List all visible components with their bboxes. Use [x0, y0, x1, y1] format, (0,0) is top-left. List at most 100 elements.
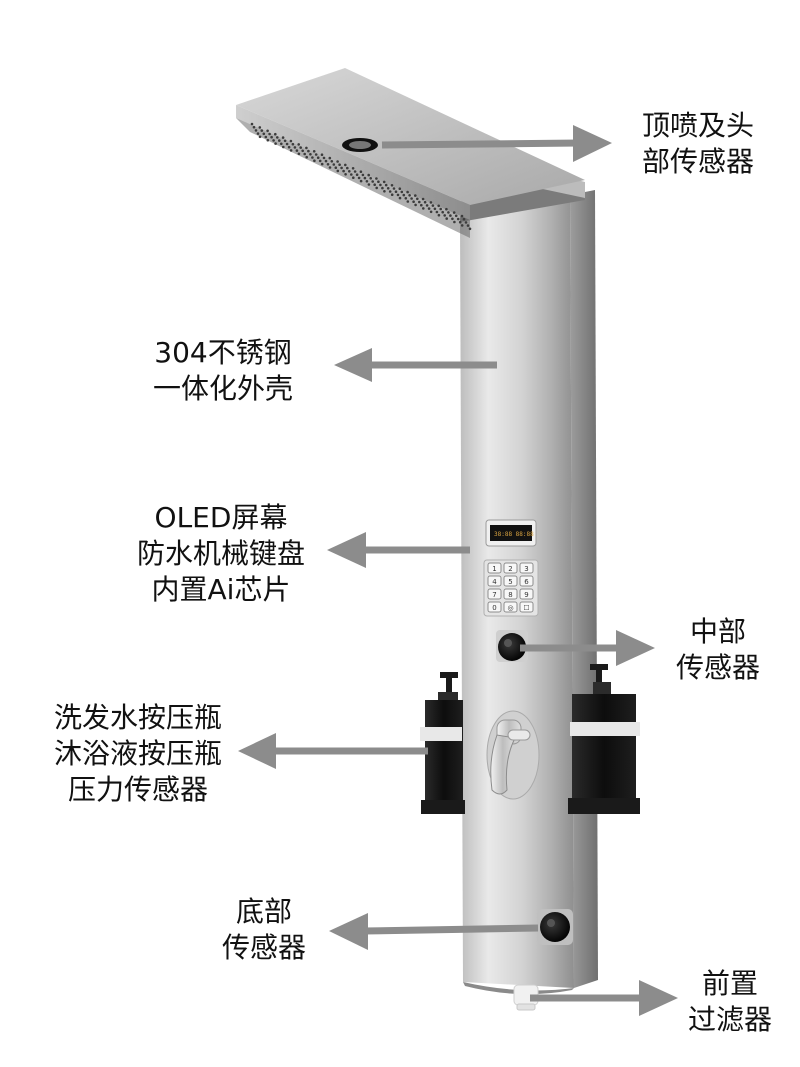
nozzle-dot: [258, 135, 262, 139]
keypad-key[interactable]: ◎: [503, 601, 518, 613]
keypad-key[interactable]: ☐: [519, 601, 534, 613]
nozzle-dot: [377, 180, 380, 183]
nozzle-dot: [328, 156, 332, 160]
label-bottles: 洗发水按压瓶 沐浴液按压瓶 压力传感器: [53, 701, 222, 806]
nozzle-dot: [285, 142, 289, 146]
keypad-key[interactable]: 6: [519, 575, 534, 587]
nozzle-dot: [462, 217, 466, 221]
nozzle-dot: [316, 156, 320, 159]
nozzle-dot: [451, 217, 454, 221]
nozzle-dot: [330, 160, 334, 163]
keypad-key-label: ◎: [507, 604, 513, 612]
nozzle-dot: [309, 153, 312, 156]
nozzle-dot: [303, 152, 307, 156]
svg-text:38:88 88:88: 38:88 88:88: [494, 531, 534, 538]
nozzle-dot: [404, 197, 408, 200]
keypad-key[interactable]: 0: [487, 601, 502, 613]
nozzle-dot: [332, 163, 336, 166]
nozzle-dot: [324, 159, 328, 163]
nozzle-dot: [299, 146, 303, 149]
nozzle-dot: [429, 201, 433, 204]
nozzle-dot: [416, 197, 419, 201]
nozzle-dot: [441, 210, 445, 214]
nozzle-dot: [287, 145, 291, 149]
label-bottom-sensor: 底部 传感器: [221, 895, 306, 964]
nozzle-dot: [408, 194, 411, 197]
nozzle-dot: [371, 180, 375, 183]
label-top-spray: 顶喷及头 部传感器: [642, 109, 755, 178]
nozzle-dot: [420, 203, 423, 207]
nozzle-dot: [346, 166, 349, 170]
nozzle-dot: [260, 129, 264, 132]
nozzle-dot: [398, 187, 402, 190]
nozzle-dot: [398, 196, 402, 200]
nozzle-dot: [342, 169, 345, 173]
keypad-key[interactable]: 9: [519, 588, 534, 600]
spray-nozzles: [250, 122, 472, 231]
nozzle-dot: [412, 200, 415, 203]
nozzle-dot: [351, 167, 355, 170]
keypad-key[interactable]: 4: [487, 575, 502, 587]
nozzle-dot: [422, 207, 425, 210]
nozzle-dot: [297, 143, 301, 146]
nozzle-dot: [289, 139, 293, 143]
nozzle-dot: [445, 217, 449, 220]
nozzle-dot: [361, 173, 365, 177]
keypad-key[interactable]: 2: [503, 562, 518, 574]
keypad-key[interactable]: 7: [487, 588, 502, 600]
label-shell: 304不锈钢 一体化外壳: [152, 336, 293, 405]
nozzle-dot: [427, 207, 431, 210]
keypad-key[interactable]: 1: [487, 562, 502, 574]
nozzle-dot: [406, 200, 410, 203]
arrow-middle-sensor: [520, 630, 655, 666]
middle-sensor: [496, 630, 528, 662]
nozzle-dot: [466, 224, 470, 227]
keypad-key-label: 1: [492, 565, 496, 573]
nozzle-dot: [464, 221, 468, 224]
nozzle-dot: [352, 176, 355, 179]
nozzle-dot: [301, 149, 305, 153]
nozzle-dot: [328, 166, 332, 169]
nozzle-dot: [386, 187, 390, 190]
nozzle-dot: [379, 183, 382, 187]
nozzle-dot: [429, 210, 433, 214]
nozzle-dot: [382, 180, 386, 184]
nozzle-dot: [367, 183, 371, 186]
keypad-key[interactable]: 3: [519, 562, 534, 574]
nozzle-dot: [388, 190, 392, 193]
oled-screen: 38:88 88:88: [485, 519, 537, 547]
nozzle-dot: [369, 177, 373, 180]
keypad-key[interactable]: 8: [503, 588, 518, 600]
keypad-key[interactable]: 5: [503, 575, 518, 587]
nozzle-dot: [454, 214, 458, 218]
nozzle-dot: [449, 214, 452, 217]
nozzle-dot: [320, 162, 324, 166]
nozzle-dot: [307, 149, 310, 153]
nozzle-dot: [318, 159, 322, 163]
nozzle-dot: [396, 193, 400, 197]
nozzle-dot: [272, 139, 275, 142]
nozzle-dot: [439, 207, 443, 211]
nozzle-dot: [421, 197, 425, 201]
arrow-bottles: [238, 733, 428, 769]
nozzle-dot: [406, 190, 409, 194]
nozzle-dot: [281, 136, 285, 139]
keypad-key-label: ☐: [523, 604, 529, 612]
keypad-key-label: 3: [524, 565, 528, 573]
nozzle-dot: [458, 220, 462, 224]
nozzle-dot: [437, 204, 441, 208]
nozzle-dot: [410, 197, 413, 200]
nozzle-dot: [381, 186, 384, 190]
nozzle-dot: [340, 166, 343, 170]
nozzle-dot: [365, 180, 369, 183]
nozzle-dot: [375, 186, 379, 190]
keypad-key-label: 9: [524, 591, 528, 599]
label-oled: OLED屏幕 防水机械键盘 内置Ai芯片: [136, 501, 305, 606]
nozzle-dot: [270, 135, 273, 139]
nozzle-dot: [367, 173, 371, 177]
nozzle-dot: [336, 160, 339, 163]
nozzle-dot: [311, 156, 314, 159]
nozzle-dot: [460, 224, 464, 227]
